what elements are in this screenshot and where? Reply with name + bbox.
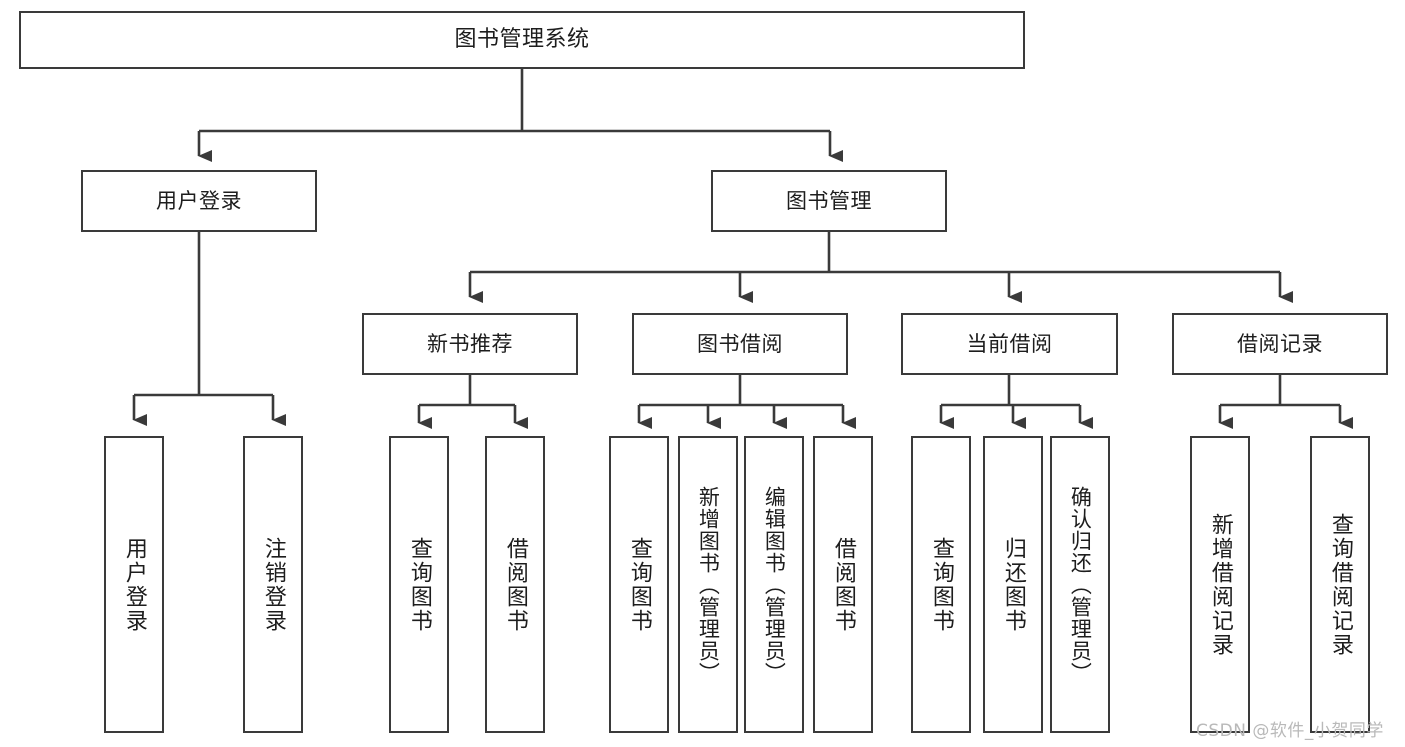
node-new-book-rec[interactable]: 新书推荐 — [362, 313, 578, 375]
node-leaf-borrow-book-2[interactable]: 借阅图书 — [813, 436, 873, 733]
node-leaf-query-book-1[interactable]: 查询图书 — [389, 436, 449, 733]
node-leaf-confirm-return-label: 确认归还（管理员） — [1068, 485, 1093, 684]
node-leaf-borrow-book-1[interactable]: 借阅图书 — [485, 436, 545, 733]
node-book-manage-label: 图书管理 — [786, 188, 872, 213]
node-book-borrow-label: 图书借阅 — [697, 331, 783, 356]
node-leaf-query-record-label: 查询借阅记录 — [1327, 512, 1353, 657]
node-borrow-record-label: 借阅记录 — [1237, 331, 1323, 356]
node-leaf-edit-book[interactable]: 编辑图书（管理员） — [744, 436, 804, 733]
node-book-borrow[interactable]: 图书借阅 — [632, 313, 848, 375]
node-leaf-user-login-label: 用户登录 — [121, 536, 147, 633]
node-leaf-return-book-label: 归还图书 — [1000, 536, 1026, 633]
node-leaf-add-book-label: 新增图书（管理员） — [696, 485, 721, 684]
node-leaf-return-book[interactable]: 归还图书 — [983, 436, 1043, 733]
node-current-borrow-label: 当前借阅 — [966, 331, 1053, 356]
node-leaf-edit-book-label: 编辑图书（管理员） — [762, 485, 787, 684]
node-borrow-record[interactable]: 借阅记录 — [1172, 313, 1388, 375]
node-root[interactable]: 图书管理系统 — [19, 11, 1025, 69]
node-leaf-query-book-1-label: 查询图书 — [406, 536, 432, 633]
node-user-login-label: 用户登录 — [156, 188, 242, 213]
node-leaf-add-book[interactable]: 新增图书（管理员） — [678, 436, 738, 733]
node-leaf-add-record[interactable]: 新增借阅记录 — [1190, 436, 1250, 733]
node-leaf-borrow-book-2-label: 借阅图书 — [830, 536, 856, 633]
node-new-book-rec-label: 新书推荐 — [427, 331, 513, 356]
node-book-manage[interactable]: 图书管理 — [711, 170, 947, 232]
node-leaf-user-login[interactable]: 用户登录 — [104, 436, 164, 733]
node-leaf-query-book-3[interactable]: 查询图书 — [911, 436, 971, 733]
node-leaf-query-book-2[interactable]: 查询图书 — [609, 436, 669, 733]
node-leaf-query-record[interactable]: 查询借阅记录 — [1310, 436, 1370, 733]
node-leaf-borrow-book-1-label: 借阅图书 — [502, 536, 528, 633]
csdn-watermark: CSDN @软件_小贺同学 — [1196, 721, 1384, 741]
node-current-borrow[interactable]: 当前借阅 — [901, 313, 1118, 375]
node-leaf-confirm-return[interactable]: 确认归还（管理员） — [1050, 436, 1110, 733]
node-root-label: 图书管理系统 — [454, 27, 590, 53]
node-user-login[interactable]: 用户登录 — [81, 170, 317, 232]
node-leaf-query-book-2-label: 查询图书 — [626, 536, 652, 633]
node-leaf-logout-label: 注销登录 — [260, 536, 286, 633]
node-leaf-query-book-3-label: 查询图书 — [928, 536, 954, 633]
node-leaf-logout[interactable]: 注销登录 — [243, 436, 303, 733]
node-leaf-add-record-label: 新增借阅记录 — [1207, 512, 1233, 657]
